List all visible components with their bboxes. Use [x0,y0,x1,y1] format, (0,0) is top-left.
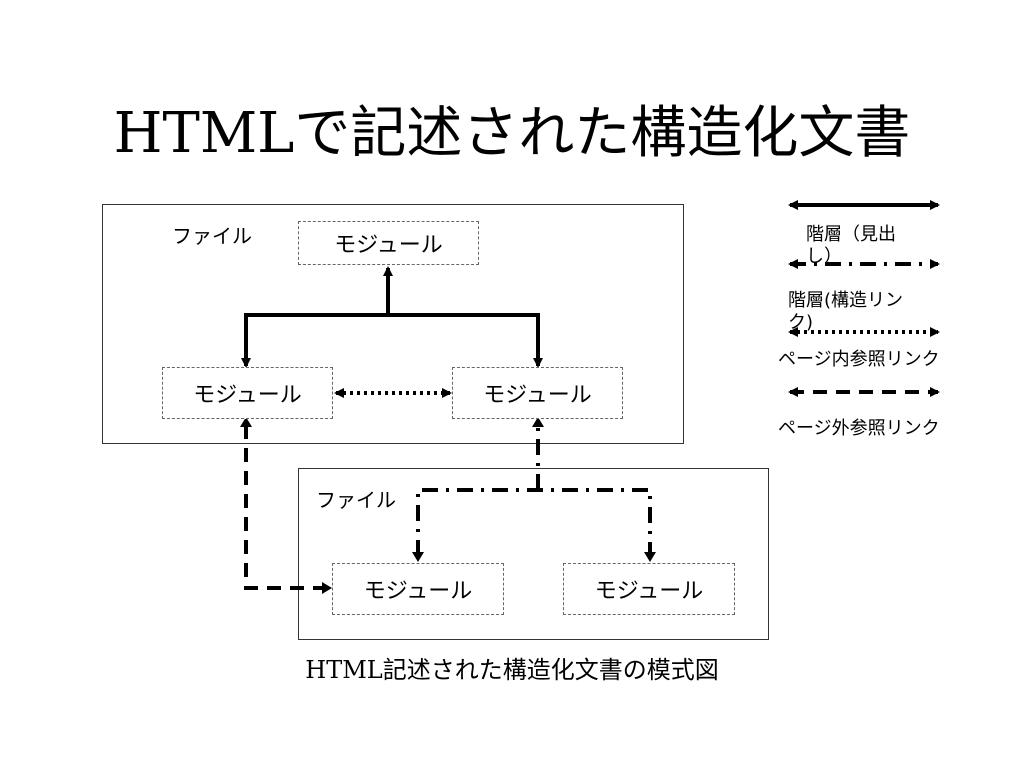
module-top-left: モジュール [162,367,333,419]
file-label-bottom: ファイル [316,488,396,512]
legend-label-in-page: ページ内参照リンク [778,349,940,370]
figure-caption: HTML記述された構造化文書の模式図 [305,656,719,684]
hierarchy-tree-top [241,266,543,368]
structure-link [416,425,652,556]
out-page-link [244,425,326,590]
legend-label-heading: 階層（見出し） [806,224,896,267]
legend-label-structure: 階層(構造リンク) [788,290,904,333]
legend-lines [788,200,940,397]
slide-title: HTMLで記述された構造化文書 [113,101,911,166]
module-top-right: モジュール [452,367,623,419]
file-label-top: ファイル [172,224,252,248]
module-bottom-right: モジュール [563,563,735,615]
legend-label-out-page: ページ外参照リンク [778,418,940,439]
module-bottom-left: モジュール [332,563,504,615]
module-top-root: モジュール [298,221,479,265]
